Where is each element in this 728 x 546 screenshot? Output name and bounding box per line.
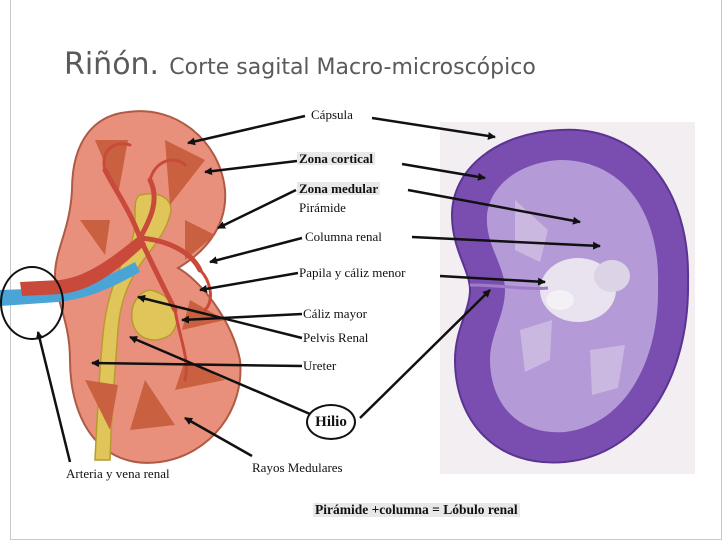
formula-lobulo-renal: Pirámide +columna = Lóbulo renal [313,502,520,517]
label-capsula: Cápsula [311,107,353,122]
label-zona-medular: Zona medular [297,181,381,196]
label-columna-renal: Columna renal [305,229,382,244]
label-pelvis-renal: Pelvis Renal [303,330,369,345]
label-caliz-mayor: Cáliz mayor [303,306,367,321]
label-zona-cortical: Zona cortical [297,151,376,166]
label-ureter: Ureter [303,358,337,373]
renal-pyramid [95,140,128,195]
title-subtitle: Corte sagital Macro-microscópico [169,55,536,80]
label-papila-caliz-menor: Papila y cáliz menor [299,265,406,280]
title-main: Riñón. [64,47,160,82]
renal-vessels-highlight-circle [0,266,64,340]
slide-frame [10,0,722,540]
label-rayos-medulares: Rayos Medulares [252,460,343,475]
histology-image [440,122,695,474]
label-piramide: Pirámide [299,200,346,215]
annotation-arrows [35,114,601,463]
slide-title: Riñón. Corte sagital Macro-microscópico [64,44,536,82]
label-hilio: Hilio [306,404,356,440]
label-arteria-vena-renal: Arteria y vena renal [66,466,170,481]
